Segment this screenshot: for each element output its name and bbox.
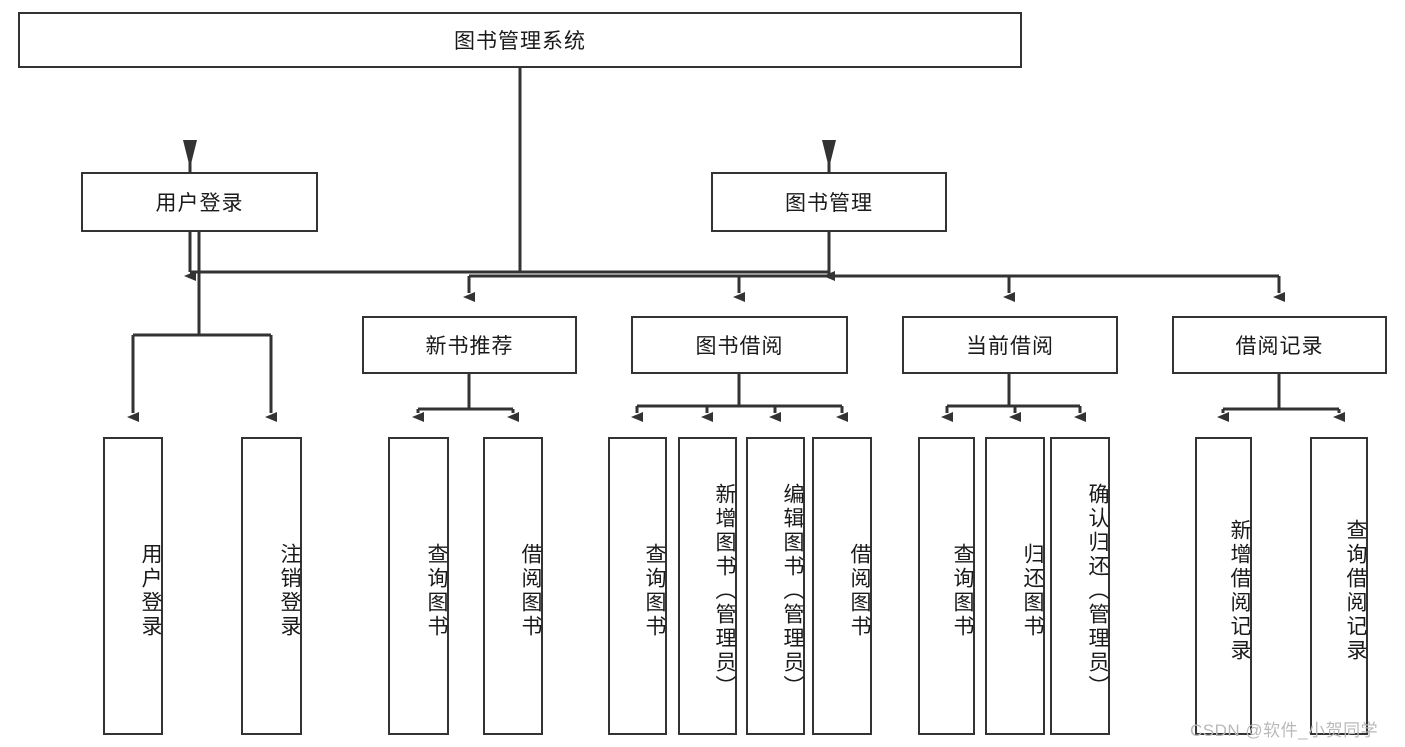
node-current-borrow-label: 当前借阅 [966,335,1054,358]
node-user-logout-leaf[interactable]: 注销登录 [241,437,302,735]
node-borrow-records[interactable]: 借阅记录 [1172,316,1387,374]
node-book-management-label: 图书管理 [785,192,873,215]
node-edit-book-admin[interactable]: 编辑图书（管理员） [746,437,805,735]
csdn-watermark: CSDN @软件_小贺同学 [1190,721,1379,740]
node-query-book-1[interactable]: 查询图书 [388,437,449,735]
node-borrow-book-2[interactable]: 借阅图书 [812,437,872,735]
node-add-borrow-record[interactable]: 新增借阅记录 [1195,437,1252,735]
node-add-book-admin-label: 新增图书（管理员） [713,483,736,699]
node-confirm-return-admin[interactable]: 确认归还（管理员） [1050,437,1110,735]
node-query-borrow-record-label: 查询借阅记录 [1344,519,1367,663]
node-book-borrow[interactable]: 图书借阅 [631,316,848,374]
node-user-login-leaf[interactable]: 用户登录 [103,437,163,735]
node-edit-book-admin-label: 编辑图书（管理员） [781,483,804,699]
node-borrow-records-label: 借阅记录 [1235,335,1324,358]
node-book-borrow-label: 图书借阅 [695,335,784,358]
node-return-book[interactable]: 归还图书 [985,437,1045,735]
node-query-book-3-label: 查询图书 [951,543,974,639]
node-return-book-label: 归还图书 [1021,543,1044,639]
node-query-book-1-label: 查询图书 [425,543,448,639]
node-book-management[interactable]: 图书管理 [711,172,947,232]
node-root[interactable]: 图书管理系统 [18,12,1022,68]
node-root-label: 图书管理系统 [454,30,586,53]
node-borrow-book-1[interactable]: 借阅图书 [483,437,543,735]
node-confirm-return-admin-label: 确认归还（管理员） [1086,483,1109,699]
node-borrow-book-1-label: 借阅图书 [519,543,542,639]
node-query-borrow-record[interactable]: 查询借阅记录 [1310,437,1368,735]
node-user-login-leaf-label: 用户登录 [139,543,162,639]
node-query-book-3[interactable]: 查询图书 [918,437,975,735]
node-new-book-recommend-label: 新书推荐 [425,335,514,358]
node-user-login[interactable]: 用户登录 [81,172,318,232]
node-query-book-2[interactable]: 查询图书 [608,437,667,735]
node-add-book-admin[interactable]: 新增图书（管理员） [678,437,737,735]
node-current-borrow[interactable]: 当前借阅 [902,316,1118,374]
node-borrow-book-2-label: 借阅图书 [848,543,871,639]
node-new-book-recommend[interactable]: 新书推荐 [362,316,577,374]
node-query-book-2-label: 查询图书 [643,543,666,639]
node-user-logout-leaf-label: 注销登录 [278,543,301,639]
node-user-login-label: 用户登录 [155,192,244,215]
node-add-borrow-record-label: 新增借阅记录 [1228,519,1251,663]
